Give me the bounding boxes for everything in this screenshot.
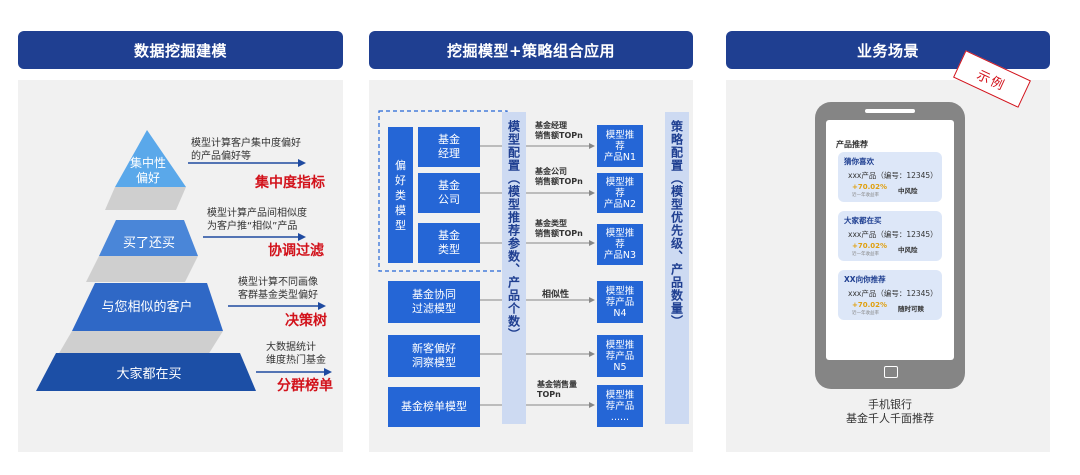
model-fund-ranking: 基金榜单模型 [388, 387, 480, 427]
card-product: xxx产品（编号：12345） [848, 170, 938, 181]
pyramid-result-4: 分群榜单 [277, 375, 333, 395]
pyramid-level-2: 买了还买 [99, 232, 199, 251]
link-label-4: 相似性 [542, 290, 569, 300]
card-rate-label: 近一年收益率 [852, 251, 879, 257]
link-label-6: 基金销售量 TOPn [537, 380, 577, 400]
model-fund-type: 基金 类型 [418, 223, 480, 263]
pyramid-note-4: 大数据统计 维度热门基金 [266, 341, 326, 367]
recommend-card-2[interactable]: 大家都在买 xxx产品（编号：12345） +70.02% 近一年收益率 中风险 [838, 211, 942, 261]
model-config-text: 模型配置（模型推荐参数、产品个数） [506, 120, 523, 424]
card-rate-label: 近一年收益率 [852, 310, 879, 316]
pyramid-graphic [18, 80, 343, 452]
result-n3: 模型推 荐 产品N3 [597, 224, 643, 265]
home-button[interactable] [884, 366, 898, 378]
link-label-1: 基金经理 销售额TOPn [535, 121, 583, 141]
pyramid-level-3: 与您相似的客户 [72, 296, 222, 315]
pyramid-level-1: 集中性 偏好 [115, 156, 181, 186]
card-tag: 中风险 [898, 244, 918, 254]
strategy-config-text: 策略配置（模型优先级、产品数量） [669, 120, 686, 424]
card-product: xxx产品（编号：12345） [848, 229, 938, 240]
model-collaborative-filter: 基金协同 过滤模型 [388, 281, 480, 323]
model-fund-manager: 基金 经理 [418, 127, 480, 167]
card-title: 大家都在买 [844, 215, 882, 226]
preference-model-group: 偏 好 类 模 型 [388, 127, 413, 263]
caption-fund-recommend: 基金千人千面推荐 [800, 410, 980, 426]
result-n1: 模型推 荐 产品N1 [597, 125, 643, 167]
header-model-strategy: 挖掘模型+策略组合应用 [369, 31, 693, 69]
pyramid-result-2: 协调过滤 [268, 240, 324, 260]
recommend-card-3[interactable]: XX向你推荐 xxx产品（编号：12345） +70.02% 近一年收益率 随时… [838, 270, 942, 320]
card-title: 猜你喜欢 [844, 156, 874, 167]
model-config-bar: 模型配置（模型推荐参数、产品个数） [502, 112, 526, 424]
link-label-2: 基金公司 销售额TOPn [535, 167, 583, 187]
card-rate: +70.02% [852, 242, 887, 250]
pyramid-note-2: 模型计算产品间相似度 为客户推“相似”产品 [207, 207, 307, 233]
card-title: XX向你推荐 [844, 274, 886, 285]
pyramid-note-3: 模型计算不同画像 客群基金类型偏好 [238, 276, 318, 302]
card-rate: +70.02% [852, 301, 887, 309]
card-rate-label: 近一年收益率 [852, 192, 879, 198]
card-tag: 随时可赎 [898, 303, 924, 313]
card-product: xxx产品（编号：12345） [848, 288, 938, 299]
result-n4: 模型推 荐产品 N4 [597, 281, 643, 323]
result-n2: 模型推 荐 产品N2 [597, 173, 643, 213]
result-n5: 模型推 荐产品 N5 [597, 335, 643, 377]
model-new-customer: 新客偏好 洞察模型 [388, 335, 480, 377]
pyramid-note-1: 模型计算客户集中度偏好 的产品偏好等 [191, 137, 301, 163]
model-fund-company: 基金 公司 [418, 173, 480, 213]
strategy-config-bar: 策略配置（模型优先级、产品数量） [665, 112, 689, 424]
card-rate: +70.02% [852, 183, 887, 191]
header-data-mining: 数据挖掘建模 [18, 31, 343, 69]
link-label-3: 基金类型 销售额TOPn [535, 219, 583, 239]
result-more: 模型推 荐产品 ...... [597, 385, 643, 427]
header-business-scenario: 业务场景 [726, 31, 1050, 69]
pyramid-result-1: 集中度指标 [255, 172, 325, 192]
card-tag: 中风险 [898, 185, 918, 195]
pyramid-result-3: 决策树 [285, 310, 327, 330]
app-section-title: 产品推荐 [836, 139, 868, 150]
pyramid-level-4: 大家都在买 [56, 363, 242, 382]
phone-speaker [865, 109, 915, 113]
recommend-card-1[interactable]: 猜你喜欢 xxx产品（编号：12345） +70.02% 近一年收益率 中风险 [838, 152, 942, 202]
